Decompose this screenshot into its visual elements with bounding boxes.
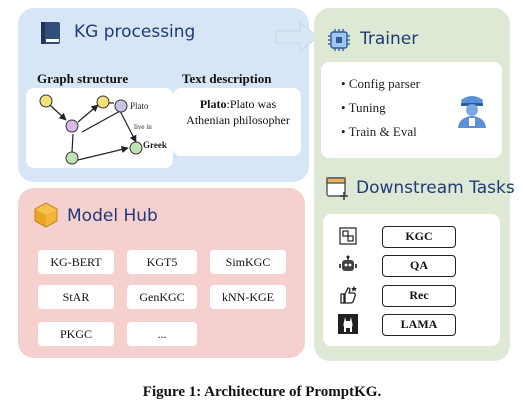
robot-icon [338,255,358,275]
task-lama[interactable]: LAMA [382,314,456,336]
graph-node-plato: Plato [130,101,149,111]
trainer-item: • Config parser [341,76,420,91]
window-add-icon [325,176,351,202]
model-kg-bert[interactable]: KG-BERT [38,250,114,274]
trainer-item: • Train & Eval [341,124,417,139]
model-knn-kge[interactable]: kNN-KGE [210,285,286,309]
trainer-title: Trainer [360,29,419,49]
trainer-item: • Tuning [341,100,386,115]
model-kgt5[interactable]: KGT5 [127,250,197,274]
person-icon [455,92,489,128]
text-description-body: :Plato was Athenian philosopher [186,97,290,127]
graph-node-greek: Greek [143,140,167,150]
model-hub-title: Model Hub [67,206,158,226]
text-description-card: Plato:Plato was Athenian philosopher [173,88,301,156]
model-pkgc[interactable]: PKGC [38,322,114,346]
graph-structure-label: Graph structure [37,71,129,86]
cube-icon [34,202,58,228]
model-star[interactable]: StAR [38,285,114,309]
downstream-title: Downstream Tasks [356,178,515,198]
kg-processing-title: KG processing [74,22,196,42]
text-description-label: Text description [182,71,272,86]
model-more[interactable]: ... [127,322,197,346]
task-qa[interactable]: QA [382,255,456,277]
task-kgc[interactable]: KGC [382,226,456,248]
chip-icon [327,28,351,52]
llama-icon [337,313,359,335]
knowledge-graph [39,94,143,165]
graph-structure-card: Plato live in Greek [26,88,173,168]
model-hub-panel: Model Hub KG-BERT KGT5 SimKGC StAR GenKG… [18,188,305,358]
model-genkgc[interactable]: GenKGC [127,285,197,309]
figure-caption: Figure 1: Architecture of PromptKG. [142,384,382,400]
graph-edge-label: live in [134,123,152,131]
flow-arrow [275,21,319,53]
graph-box-icon [338,226,358,246]
trainer-panel: Trainer • Config parser • Tuning • Train… [314,8,515,361]
downstream-card: KGC QA Rec LAMA [323,214,500,346]
book-icon [39,20,63,46]
text-description-entity: Plato [199,97,227,111]
trainer-card: • Config parser • Tuning • Train & Eval [321,62,502,158]
thumbs-up-icon [338,285,358,305]
task-rec[interactable]: Rec [382,285,456,307]
model-simkgc[interactable]: SimKGC [210,250,286,274]
kg-processing-panel: KG processing Graph structure Text descr… [18,8,309,182]
